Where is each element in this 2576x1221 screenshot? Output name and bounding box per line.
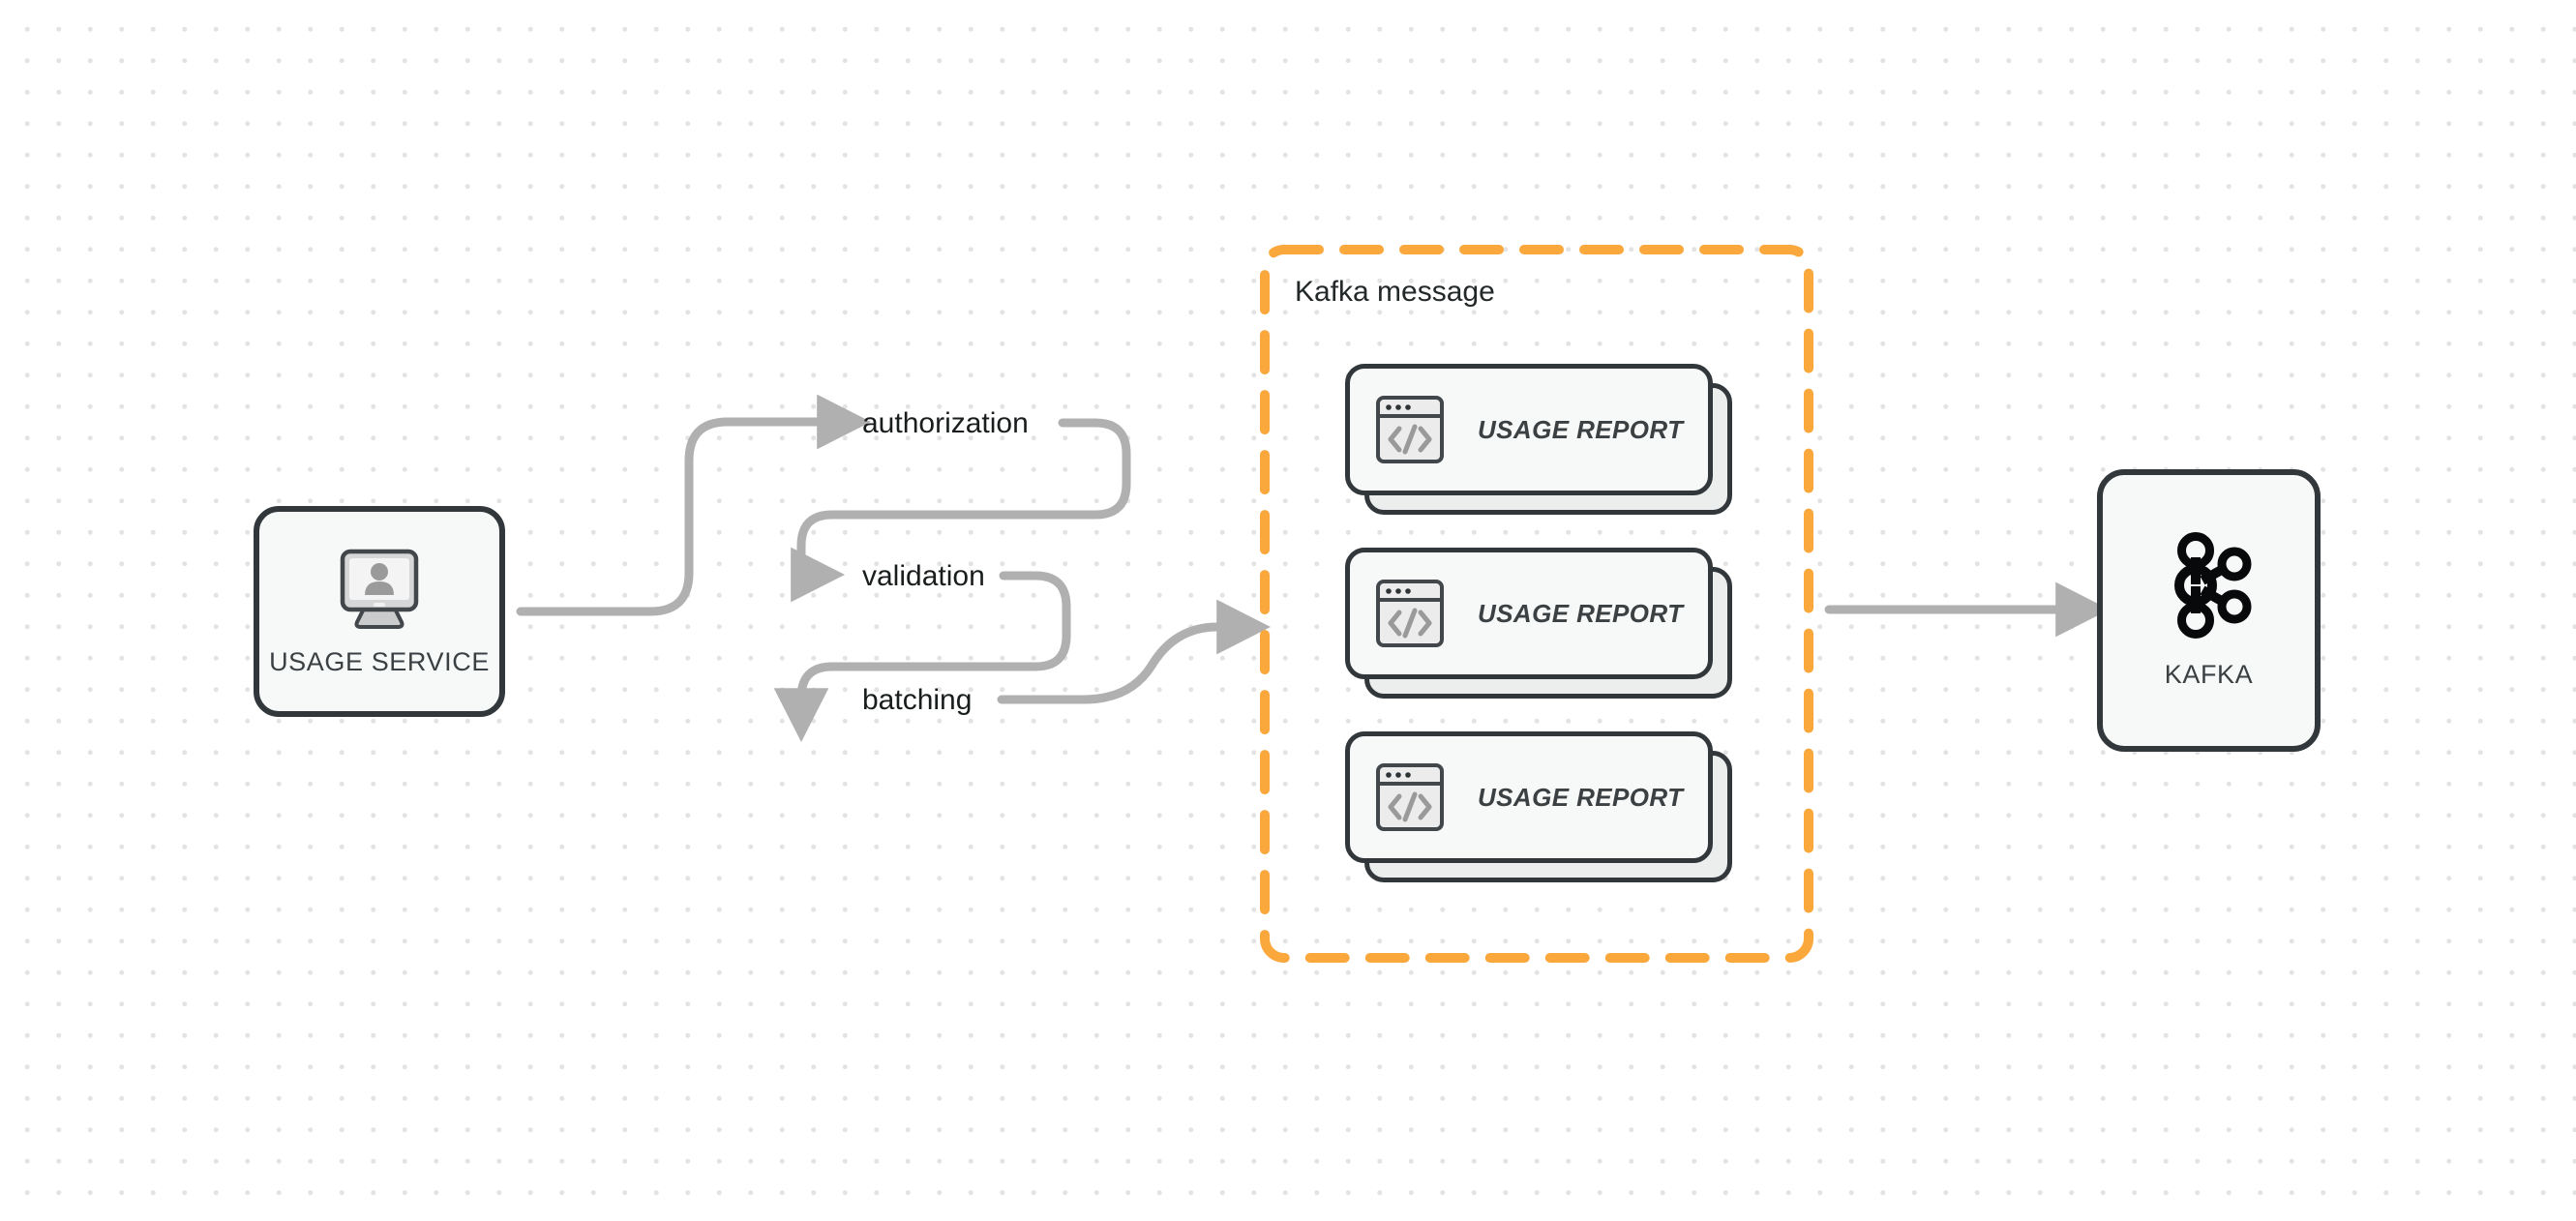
step-label-validation: validation xyxy=(862,560,985,592)
code-window-icon xyxy=(1350,395,1445,464)
card-front[interactable]: USAGE REPORT xyxy=(1345,364,1713,495)
group-kafka-message: Kafka message USAGE REP xyxy=(1260,245,1813,963)
node-kafka-label: KAFKA xyxy=(2164,659,2254,689)
usage-report-card[interactable]: USAGE REPORT xyxy=(1345,364,1732,515)
edge-validation-to-batching xyxy=(773,571,1071,742)
step-label-batching: batching xyxy=(862,684,973,716)
monitor-user-icon xyxy=(330,547,429,632)
edge-authorization-to-validation xyxy=(773,418,1131,618)
code-window-icon xyxy=(1350,762,1445,832)
node-usage-service[interactable]: USAGE SERVICE xyxy=(254,506,505,717)
usage-report-card-label: USAGE REPORT xyxy=(1478,414,1684,444)
group-dashed-border xyxy=(1260,245,1813,963)
kafka-icon xyxy=(2159,531,2260,639)
edge-usage-service-to-authorization xyxy=(516,394,871,616)
usage-report-card[interactable]: USAGE REPORT xyxy=(1345,548,1732,699)
code-window-icon xyxy=(1350,579,1445,648)
usage-report-card-label: USAGE REPORT xyxy=(1478,782,1684,812)
card-front[interactable]: USAGE REPORT xyxy=(1345,548,1713,679)
group-title: Kafka message xyxy=(1295,276,1495,308)
edge-batching-to-kafka-message xyxy=(997,599,1271,704)
node-usage-service-label: USAGE SERVICE xyxy=(269,646,490,676)
node-kafka[interactable]: KAFKA xyxy=(2097,469,2321,752)
step-label-authorization: authorization xyxy=(862,407,1029,439)
usage-report-card-label: USAGE REPORT xyxy=(1478,598,1684,628)
card-front[interactable]: USAGE REPORT xyxy=(1345,731,1713,863)
usage-report-card[interactable]: USAGE REPORT xyxy=(1345,731,1732,882)
